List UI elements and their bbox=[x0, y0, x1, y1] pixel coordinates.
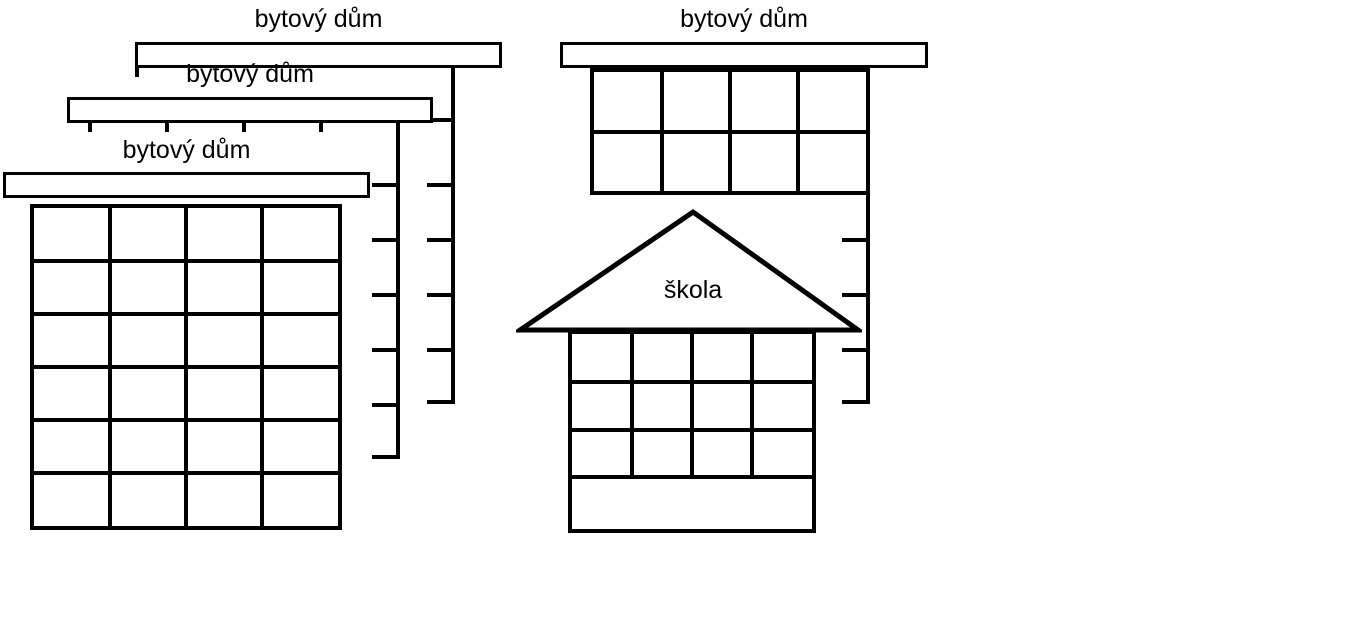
apartment-2-floor-mark bbox=[372, 238, 400, 242]
apartment-2-floor-mark bbox=[372, 403, 400, 407]
apartment-2-floor-mark bbox=[372, 455, 400, 459]
apartment-4-floor-mark bbox=[842, 293, 870, 297]
grid-line-horizontal bbox=[572, 475, 812, 479]
grid-line-horizontal bbox=[34, 470, 338, 475]
grid-line-horizontal bbox=[34, 259, 338, 263]
grid-line-horizontal bbox=[594, 129, 866, 134]
apartment-2-floor-mark bbox=[372, 293, 400, 297]
grid-line-horizontal bbox=[34, 365, 338, 369]
apartment-4-floor-mark bbox=[842, 348, 870, 352]
apartment-4-floor-mark bbox=[842, 238, 870, 242]
grid-line-horizontal bbox=[34, 418, 338, 422]
apartment-1-floor-mark bbox=[427, 348, 455, 352]
apartment-2-column-tick bbox=[88, 122, 92, 132]
apartment-3-window-grid bbox=[30, 204, 342, 530]
apartment-3-roof bbox=[3, 172, 370, 198]
grid-line-vertical bbox=[690, 334, 694, 479]
apartment-1-floor-mark bbox=[427, 400, 455, 404]
grid-line-horizontal bbox=[572, 428, 812, 432]
apartment-2-roof bbox=[67, 97, 433, 123]
school-label: škola bbox=[663, 276, 723, 304]
apartment-4-label: bytový dům bbox=[680, 5, 808, 33]
apartment-2-floor-mark bbox=[372, 183, 400, 187]
school-window-grid bbox=[568, 330, 816, 533]
apartment-1-floor-mark bbox=[427, 183, 455, 187]
school-roof-triangle-icon bbox=[516, 208, 862, 333]
grid-line-horizontal bbox=[34, 311, 338, 316]
apartment-2-right-wall bbox=[396, 123, 400, 459]
apartment-4-window-grid bbox=[590, 68, 870, 195]
grid-line-horizontal bbox=[572, 380, 812, 384]
apartment-2-label: bytový dům bbox=[186, 60, 314, 88]
apartment-2-column-tick bbox=[165, 122, 169, 132]
apartment-1-floor-mark bbox=[427, 293, 455, 297]
apartment-1-floor-mark bbox=[427, 238, 455, 242]
apartment-1-floor-mark bbox=[427, 118, 455, 122]
apartment-1-wall-tick bbox=[135, 66, 139, 77]
grid-line-vertical bbox=[630, 334, 634, 479]
apartment-1-right-wall bbox=[451, 67, 455, 404]
apartment-4-right-wall bbox=[866, 195, 870, 404]
apartment-2-column-tick bbox=[319, 122, 323, 132]
apartment-2-column-tick bbox=[242, 122, 246, 132]
apartment-4-floor-mark bbox=[842, 400, 870, 404]
apartment-4-roof bbox=[560, 42, 928, 68]
apartment-3-label: bytový dům bbox=[122, 136, 251, 164]
apartment-1-roof bbox=[135, 42, 502, 68]
apartment-1-label: bytový dům bbox=[254, 5, 383, 33]
apartment-2-floor-mark bbox=[372, 348, 400, 352]
grid-line-vertical bbox=[750, 334, 754, 479]
